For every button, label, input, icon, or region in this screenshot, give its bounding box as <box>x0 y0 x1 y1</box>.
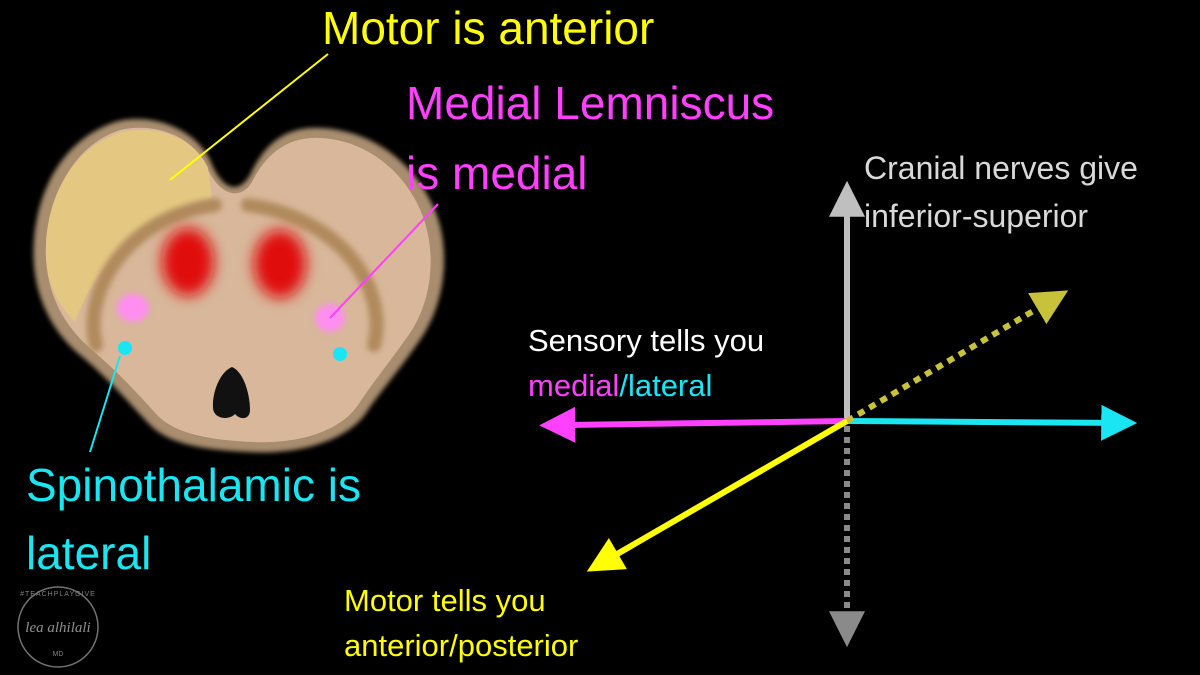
sensory-label-line2: medial/lateral <box>528 370 712 401</box>
sensory-slash: / <box>619 368 628 403</box>
spinothalamic-label-line1: Spinothalamic is <box>26 459 361 511</box>
axes <box>539 180 1138 648</box>
spinothalamic-leader-line <box>89 355 121 453</box>
motor-tells-label-line2: anterior/posterior <box>344 628 579 663</box>
brainstem-cross-section <box>33 119 445 453</box>
fiber-band-right <box>241 198 384 352</box>
medial-lemniscus-label-line1: Medial Lemniscus <box>406 77 775 129</box>
sensory-lateral-word: lateral <box>627 368 713 403</box>
watermark-circle <box>17 586 99 668</box>
cyan-dot-left <box>118 341 132 355</box>
medial-lemniscus-left <box>162 228 214 296</box>
watermark-signature: lea alhilali <box>25 620 90 636</box>
sensory-medial-word: medial <box>528 368 620 403</box>
medial-lemniscus-label-line2: is medial <box>406 147 588 199</box>
watermark-logo: #TEACHPLAYGIVE lea alhilali MD <box>17 586 99 668</box>
motor-tells-label-line1: Motor tells you <box>344 583 546 618</box>
cranial-nerves-label-line1: Cranial nerves give <box>864 150 1138 186</box>
watermark-tagline: #TEACHPLAYGIVE <box>20 591 96 598</box>
posterior-arrow <box>845 290 1069 424</box>
lateral-arrow <box>846 404 1138 441</box>
motor-anterior-label: Motor is anterior <box>322 2 655 54</box>
pink-dot-left <box>117 294 149 322</box>
fourth-ventricle <box>212 367 250 419</box>
anterior-arrow <box>586 418 849 572</box>
motor-region <box>45 129 212 322</box>
cranial-nerves-label-line2: inferior-superior <box>864 198 1089 234</box>
medial-leader-line <box>329 203 439 319</box>
sensory-label-line1: Sensory tells you <box>528 323 765 358</box>
fiber-band-left <box>86 198 222 352</box>
motor-leader-line <box>169 53 329 181</box>
medial-arrow <box>539 406 848 443</box>
cyan-dot-right <box>333 347 347 361</box>
spinothalamic-label-line2: lateral <box>26 527 152 579</box>
watermark-suffix: MD <box>53 651 64 658</box>
medial-lemniscus-right <box>254 230 306 298</box>
